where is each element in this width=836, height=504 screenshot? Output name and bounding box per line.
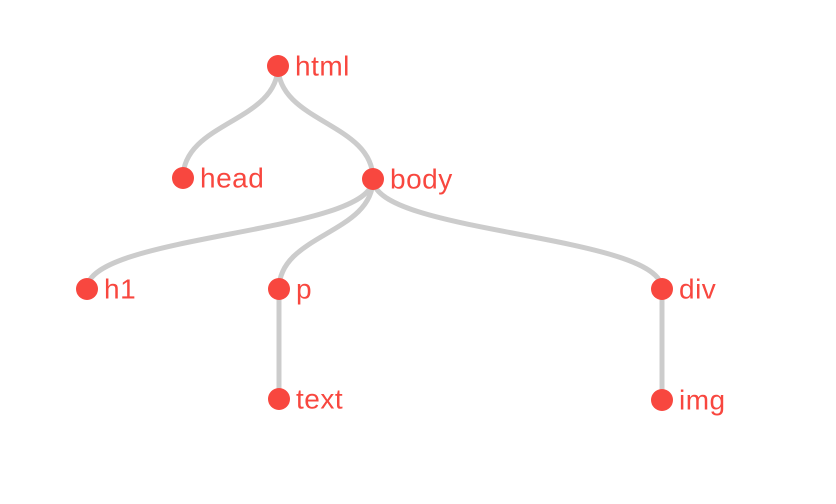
tree-edge-body-p (276, 176, 376, 292)
tree-node-label-p: p (296, 274, 312, 305)
tree-node-label-head: head (200, 163, 264, 194)
tree-node-div (651, 278, 673, 300)
tree-node-label-body: body (390, 164, 453, 195)
tree-node-label-html: html (295, 51, 350, 82)
tree-edge-body-h1 (84, 176, 376, 292)
tree-node-p (268, 278, 290, 300)
tree-node-img (651, 389, 673, 411)
tree-node-html (267, 55, 289, 77)
tree-node-h1 (76, 278, 98, 300)
tree-edge-body-div (370, 176, 665, 292)
tree-edge-html-head (180, 63, 281, 181)
tree-node-label-div: div (679, 274, 716, 305)
tree-node-label-text: text (296, 384, 343, 415)
tree-node-label-h1: h1 (104, 274, 136, 305)
tree-edge-html-body (275, 63, 376, 182)
tree-node-body (362, 168, 384, 190)
tree-node-label-img: img (679, 385, 726, 416)
tree-node-head (172, 167, 194, 189)
tree-node-text (268, 388, 290, 410)
